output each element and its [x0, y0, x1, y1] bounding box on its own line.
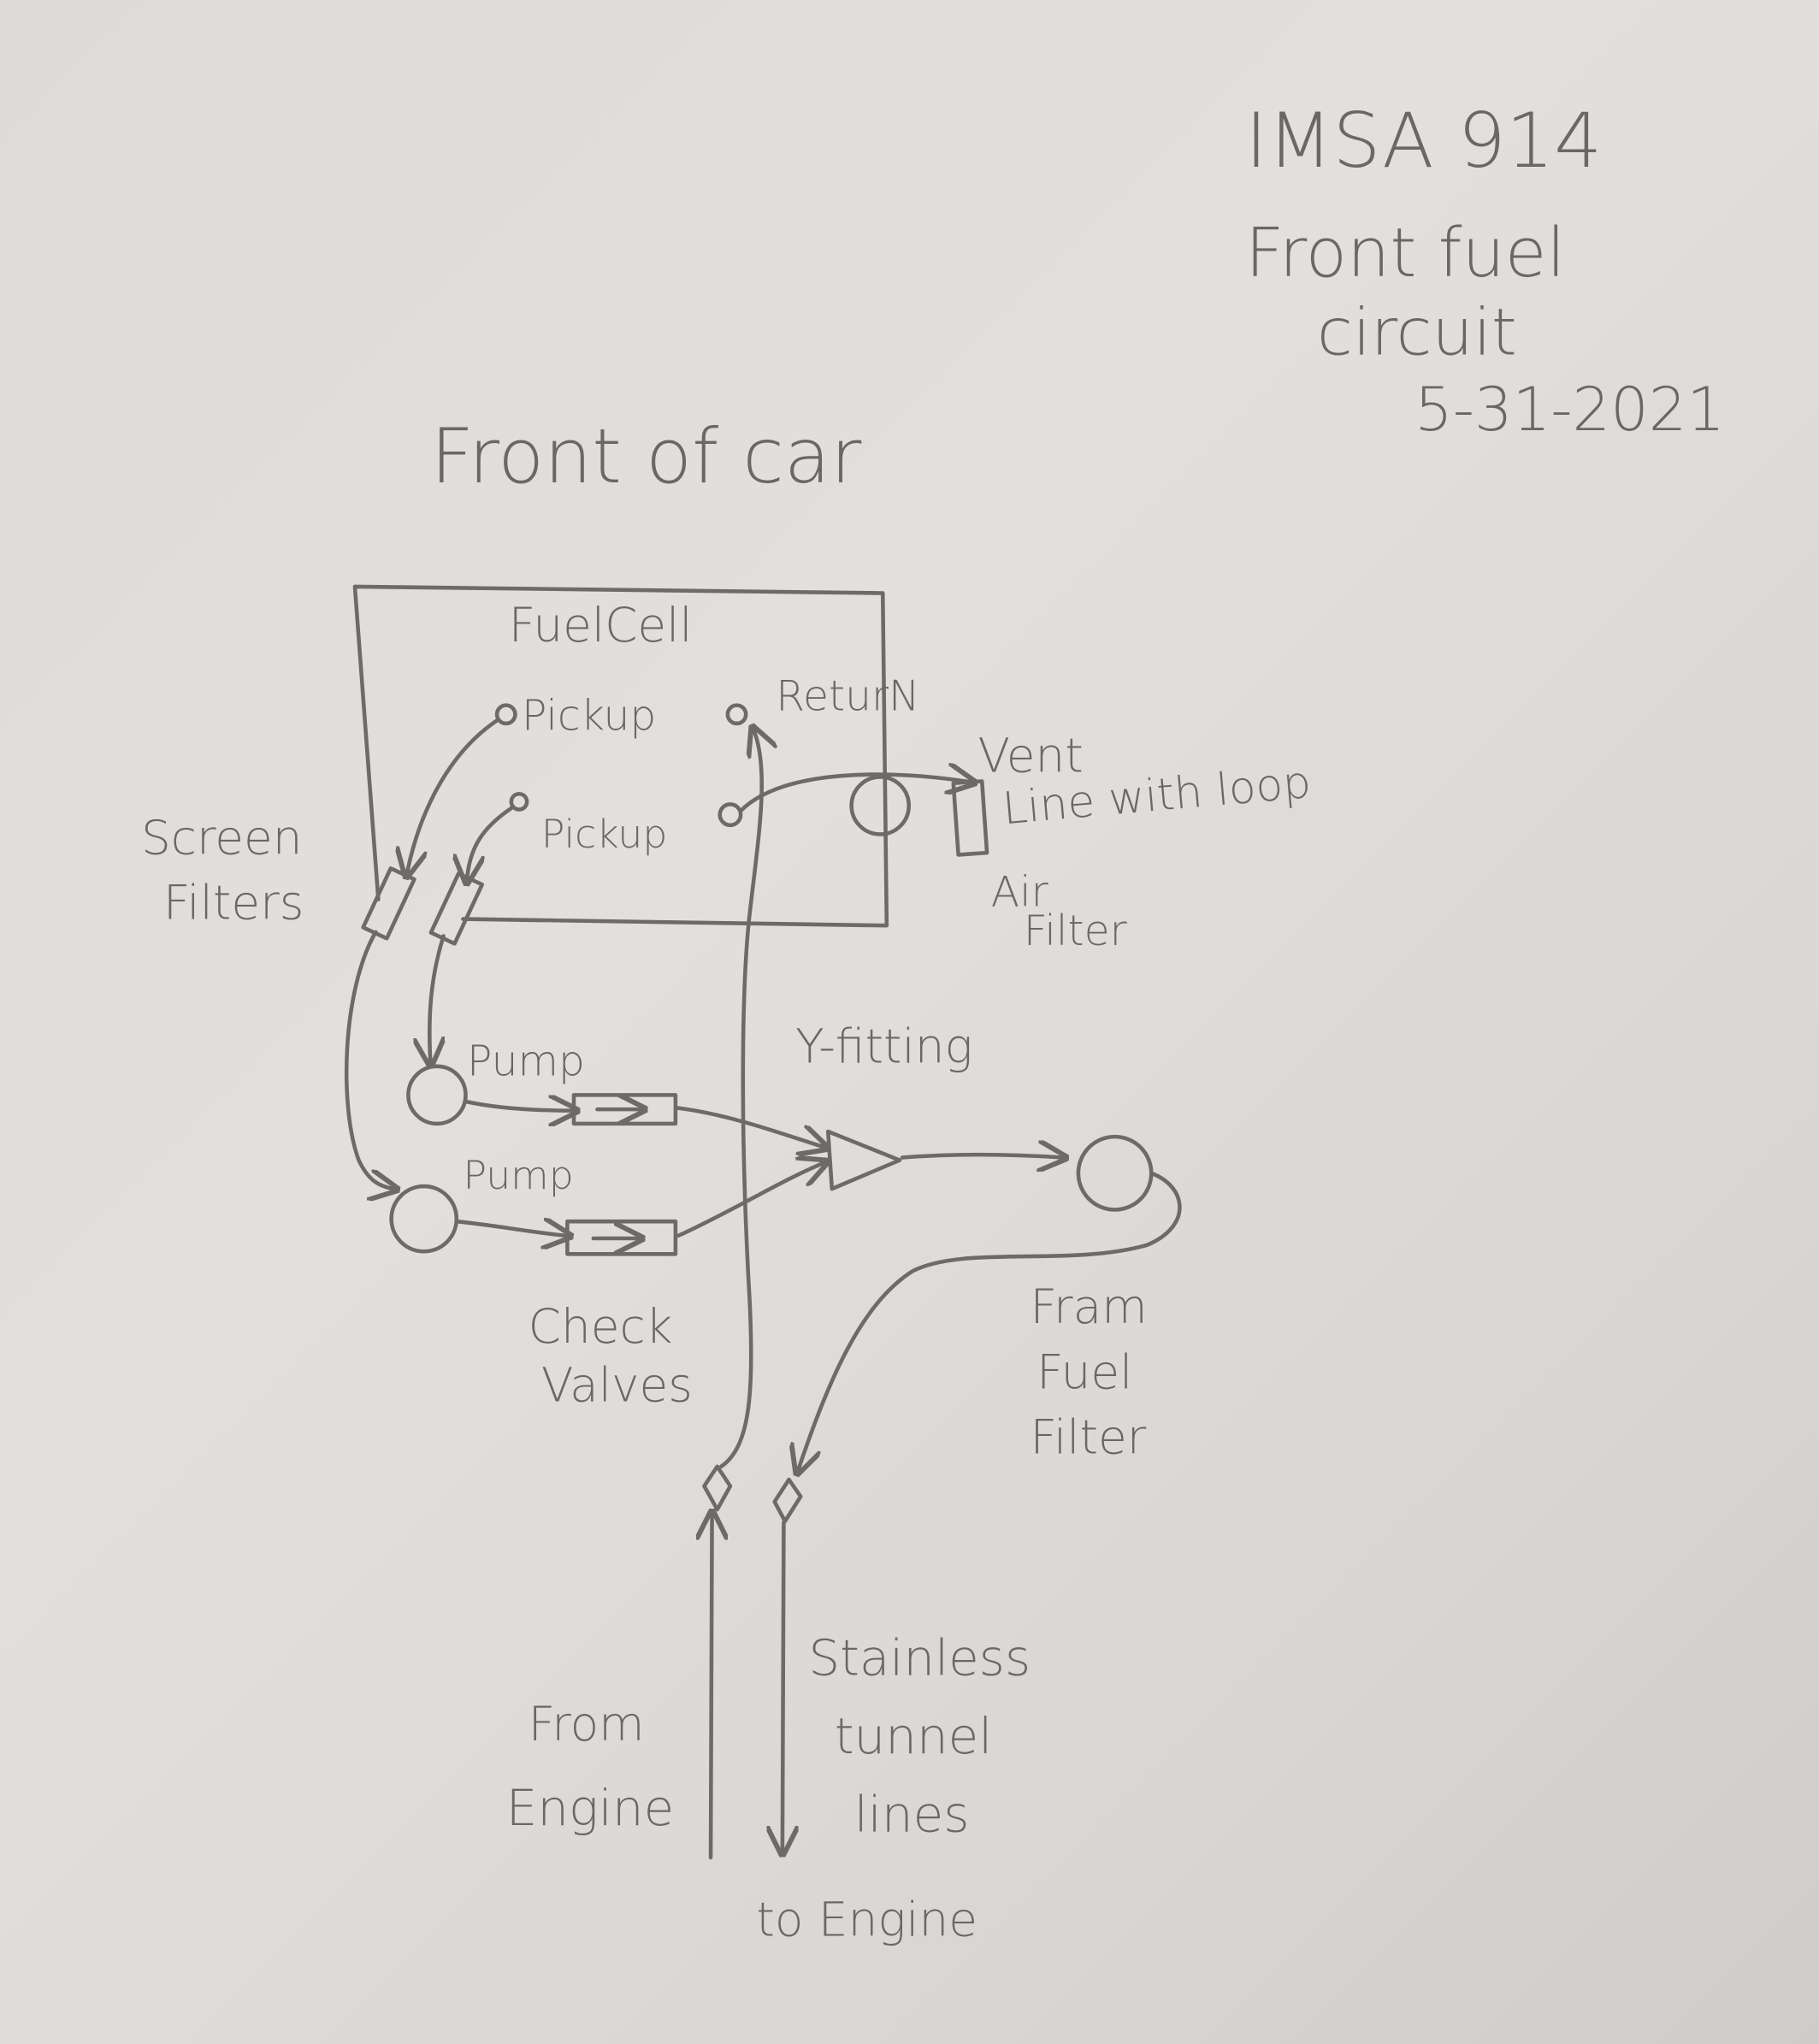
front-of-car-label: Front of car — [430, 412, 862, 500]
tunnel-lines-label-2: tunnel — [835, 1707, 993, 1765]
from-engine-line — [711, 1515, 712, 1860]
y-fitting-icon — [825, 1129, 902, 1191]
title-line3: circuit — [1317, 294, 1517, 370]
pump2-icon — [389, 1184, 459, 1254]
pump1-label: Pump — [467, 1037, 585, 1085]
screen-filter-2 — [428, 871, 485, 946]
from-fuel-filter-label-2: Fuel — [1036, 1344, 1132, 1399]
air-filter-label-2: Filter — [1024, 907, 1127, 955]
return-port — [725, 703, 748, 726]
fuel-cell-label: FuelCell — [509, 598, 693, 653]
y-fitting-label: Y-fitting — [795, 1019, 972, 1073]
pump2-outlet — [454, 1221, 568, 1236]
return-connector-icon — [702, 1464, 733, 1512]
vent-port — [718, 802, 743, 828]
return-line — [718, 730, 762, 1469]
from-fuel-filter-label-1: Fram — [1030, 1279, 1147, 1334]
to-engine-label: to Engine — [756, 1892, 977, 1947]
fuel-cell-box — [352, 584, 889, 928]
valve2-to-y-line — [676, 1163, 824, 1238]
pickup1-line — [407, 718, 500, 873]
from-fuel-filter-label-3: Filter — [1030, 1410, 1146, 1465]
y-to-fuel-filter-line — [900, 1155, 1062, 1157]
to-engine-line — [783, 1521, 784, 1851]
air-filter-icon — [951, 779, 989, 857]
pump1-outlet — [464, 1102, 574, 1111]
vent-label-1: Vent — [978, 728, 1084, 783]
filter-to-pump2-line — [344, 930, 393, 1189]
tunnel-lines-label-1: Stainless — [808, 1629, 1031, 1687]
from-fuel-filter-line — [798, 1171, 1182, 1471]
pickup2-port — [509, 791, 529, 812]
pickup1-port — [494, 703, 517, 726]
pump2-label: Pump — [463, 1153, 573, 1198]
from-engine-label-2: Engine — [506, 1779, 674, 1837]
return-label: ReturN — [776, 672, 919, 721]
filter-to-pump1-line — [429, 934, 443, 1062]
air-filter-label-1: Air — [991, 867, 1048, 916]
check-valves-label-2: Valves — [541, 1358, 693, 1413]
title-date: 5-31-2021 — [1414, 375, 1725, 445]
screen-filters-label-2: Filters — [163, 876, 304, 930]
tunnel-lines-label-3: lines — [854, 1786, 970, 1844]
pickup2-label: Pickup — [541, 812, 667, 857]
valve1-to-y-line — [676, 1106, 824, 1148]
fuel-filter-icon — [1076, 1134, 1154, 1212]
title-line1: IMSA 914 — [1245, 97, 1602, 185]
from-engine-label-1: From — [529, 1697, 645, 1752]
supply-connector-icon — [772, 1477, 803, 1524]
pickup2-line — [467, 806, 514, 880]
check-valve-2 — [565, 1219, 678, 1256]
check-valves-label-1: Check — [529, 1299, 673, 1354]
screen-filter-1 — [361, 866, 416, 941]
title-line2: Front fuel — [1245, 213, 1566, 292]
pickup1-label: Pickup — [522, 692, 656, 741]
screen-filters-label-1: Screen — [141, 810, 303, 865]
vent-loop-icon — [849, 775, 912, 836]
pump1-icon — [406, 1064, 468, 1126]
